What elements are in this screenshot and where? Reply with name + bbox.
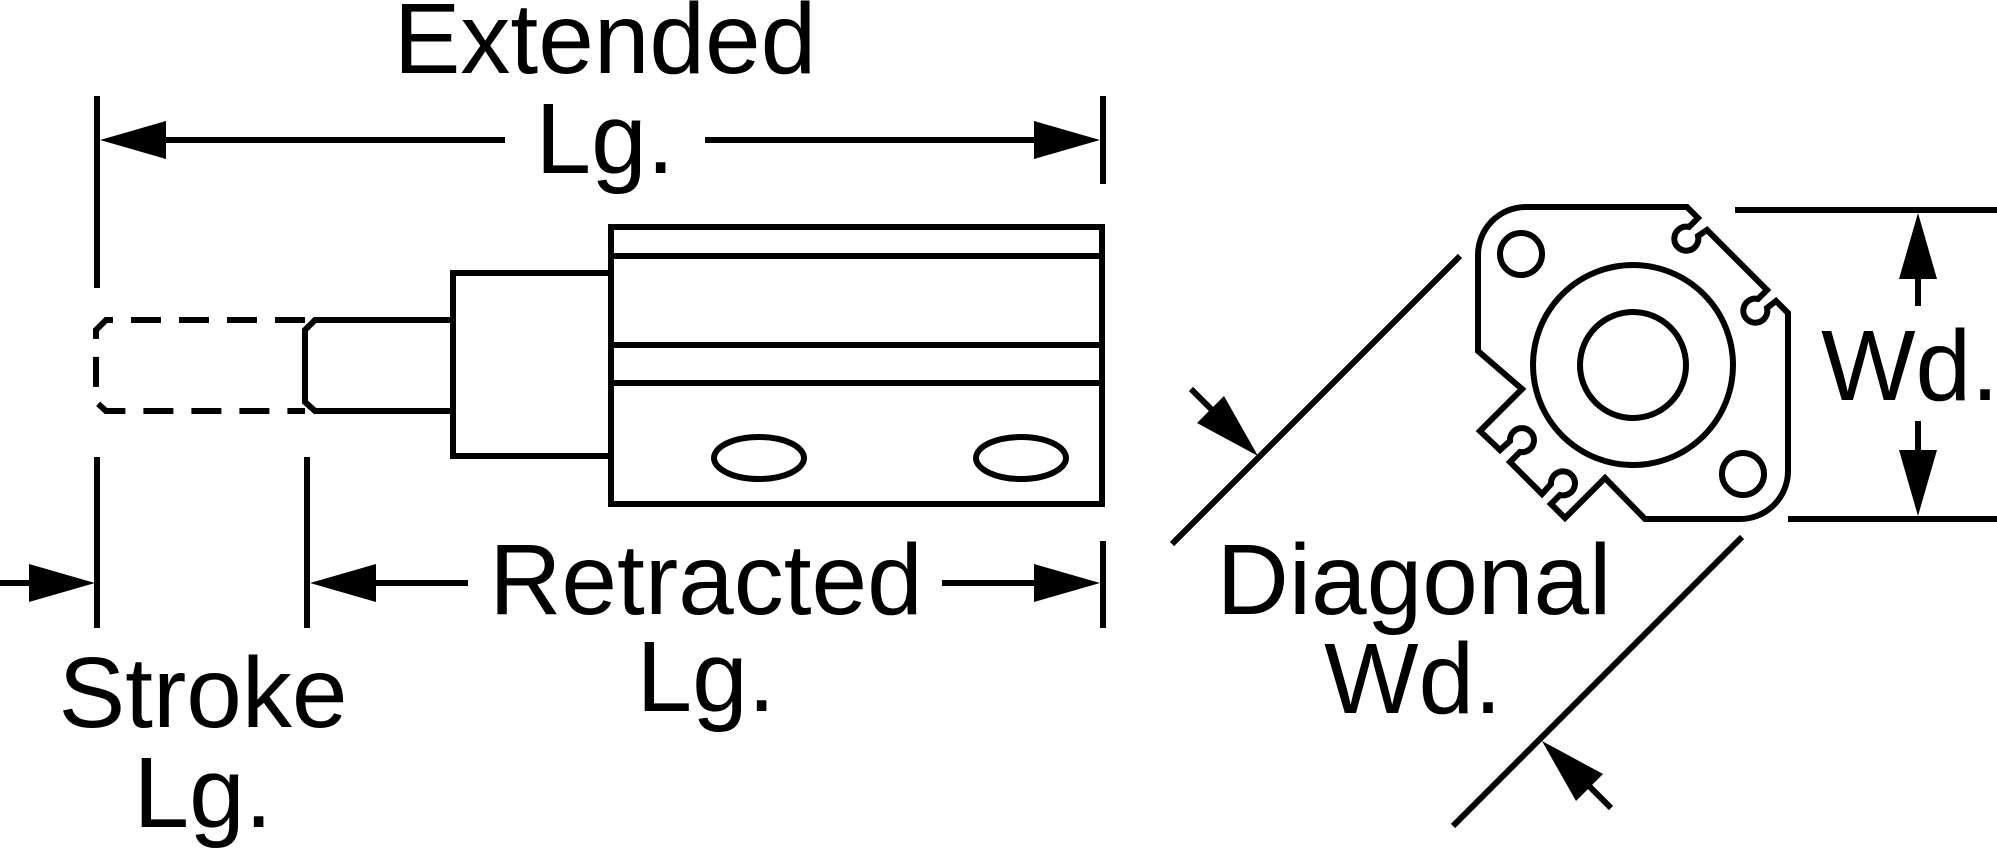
dimension-stroke-length: Stroke Lg.: [0, 564, 348, 849]
label-retracted-lg: Lg.: [636, 621, 775, 733]
label-stroke-lg: Lg.: [133, 737, 272, 849]
arrowhead-left-icon: [100, 121, 166, 159]
ext-line-diagonal-bottom: [1450, 534, 1745, 829]
arrowhead-up-icon: [1899, 213, 1937, 279]
mounting-hole-bottom-right: [1719, 450, 1767, 498]
piston-rod-end-circle: [1577, 309, 1689, 421]
dimension-extended-length: Extended Lg.: [100, 0, 1100, 195]
extension-lines: [94, 96, 1106, 628]
cylinder-end-view: [1475, 204, 1791, 523]
label-width: Wd.: [1821, 310, 1997, 422]
label-stroke: Stroke: [58, 637, 347, 749]
dimension-diagonal-width: Diagonal Wd.: [1169, 253, 1745, 829]
arrowhead-right-icon: [29, 564, 95, 602]
label-diagonal-wd: Wd.: [1324, 623, 1502, 735]
cylinder-front-head: [450, 270, 614, 459]
arrowhead-diagonal-down-icon: [1197, 396, 1258, 456]
arrowhead-left-icon: [310, 564, 376, 602]
arrowhead-right-icon: [1034, 564, 1100, 602]
cylinder-side-view: [93, 224, 1105, 507]
arrowhead-down-icon: [1899, 450, 1937, 516]
dimension-width: Wd.: [1735, 207, 1997, 522]
arrowhead-right-icon: [1034, 121, 1100, 159]
mounting-slot-right: [973, 434, 1069, 482]
ext-line-diagonal-top: [1169, 253, 1463, 547]
label-extended: Extended: [394, 0, 817, 95]
arrowhead-diagonal-up-icon: [1542, 741, 1603, 801]
cylinder-body: [608, 224, 1105, 507]
mounting-hole-top-left: [1497, 230, 1545, 278]
mounting-slot-left: [711, 434, 807, 482]
piston-rod: [302, 317, 453, 414]
label-retracted: Retracted: [489, 524, 923, 636]
end-flange-outline: [1475, 204, 1791, 523]
cylinder-bore-circle: [1530, 262, 1736, 468]
dimension-retracted-length: Retracted Lg.: [310, 524, 1100, 733]
label-diagonal: Diagonal: [1217, 524, 1612, 636]
piston-rod-extended-phantom: [93, 317, 305, 414]
label-extended-lg: Lg.: [535, 83, 674, 195]
